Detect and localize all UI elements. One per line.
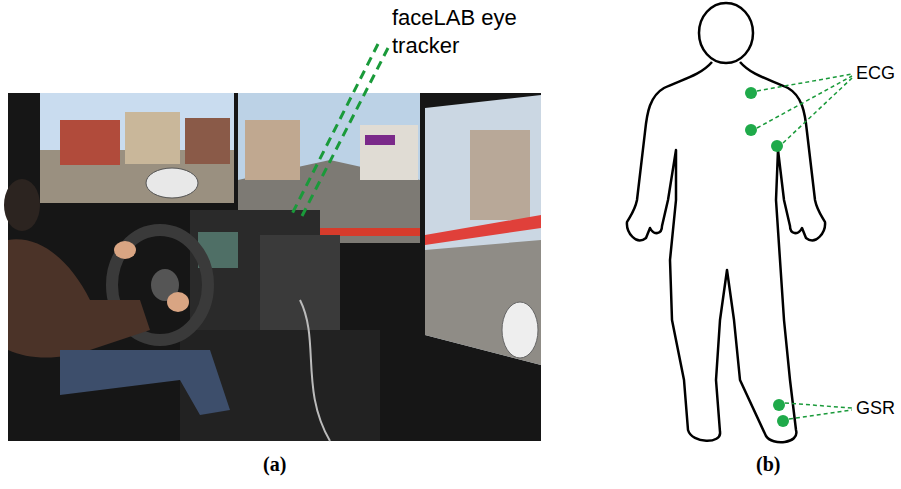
building — [60, 120, 120, 165]
panel-label: (a) — [263, 452, 286, 477]
right-screen — [425, 95, 541, 365]
mirror — [146, 168, 198, 198]
electrode — [773, 399, 785, 411]
building — [360, 125, 418, 180]
driver-legs — [60, 350, 230, 415]
building — [125, 112, 180, 164]
callout-label: faceLAB eye tracker — [392, 4, 552, 59]
electrode — [771, 140, 783, 152]
building — [470, 130, 530, 220]
dash-line — [425, 215, 541, 245]
hand — [114, 241, 136, 259]
body-head — [699, 3, 753, 63]
road — [425, 240, 541, 365]
hand — [167, 292, 189, 312]
mirror — [502, 302, 538, 358]
electrode — [745, 124, 757, 136]
leader-line — [292, 44, 378, 214]
building — [185, 118, 230, 164]
sign — [365, 135, 395, 145]
electrode — [777, 415, 789, 427]
leader-lines — [757, 74, 852, 419]
cable — [300, 300, 330, 441]
left-screen — [40, 93, 234, 203]
panel-label: (b) — [756, 452, 780, 477]
driver-head — [4, 179, 40, 231]
leader-line — [302, 48, 388, 216]
building — [245, 120, 300, 180]
body-outline — [627, 62, 825, 442]
driver-body — [8, 239, 150, 357]
electrode — [745, 87, 757, 99]
signal-name: ECG — [856, 62, 895, 85]
signal-name: GSR — [856, 397, 895, 420]
simulator-photo — [8, 93, 541, 441]
